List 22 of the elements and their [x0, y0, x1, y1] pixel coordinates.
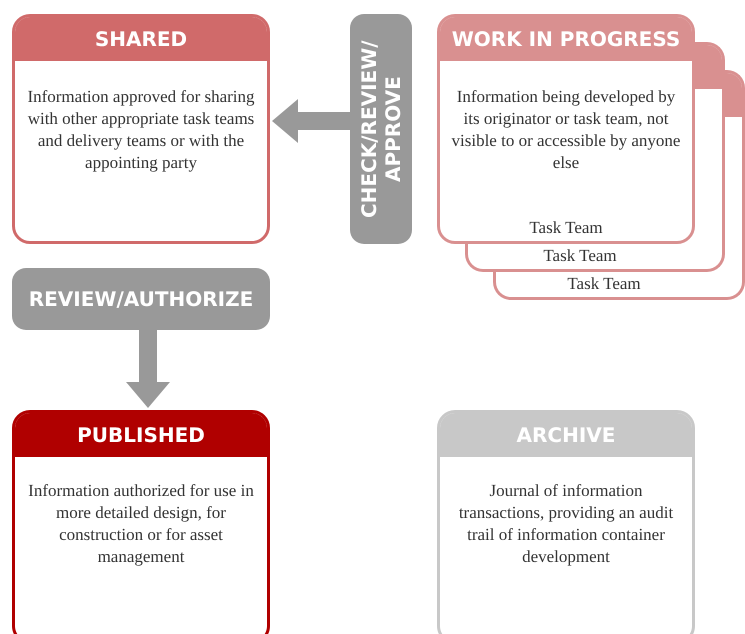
stage-card — [12, 14, 270, 244]
team-label: Task Team — [542, 245, 618, 267]
stacked-card — [465, 244, 725, 272]
card-title: PUBLISHED — [15, 413, 267, 457]
stage-card — [437, 410, 695, 634]
process-band — [350, 14, 412, 244]
card-description: Information approved for sharing with other appropriate task teams and delivery teams or with the appointing party — [26, 86, 256, 174]
card-description: Journal of information transactions, providing an audit trail of information container development — [458, 480, 674, 568]
card-title: WORK IN PROGRESS — [440, 17, 692, 61]
stacked-card — [493, 272, 745, 300]
card-description: Information being developed by its originator or task team, not visible to or accessible by anyone else — [450, 86, 682, 174]
block-arrow — [126, 330, 170, 408]
stage-card — [437, 14, 695, 244]
process-band — [12, 268, 270, 330]
band-label: CHECK/REVIEW/ APPROVE — [357, 39, 405, 220]
team-label: Task Team — [528, 217, 604, 239]
card-description: Information authorized for use in more detailed design, for construction or for asset management — [27, 480, 255, 568]
team-label: Task Team — [566, 273, 642, 295]
stage-card — [12, 410, 270, 634]
card-title: SHARED — [15, 17, 267, 61]
band-label: REVIEW/AUTHORIZE — [28, 287, 254, 311]
block-arrow — [272, 99, 350, 143]
